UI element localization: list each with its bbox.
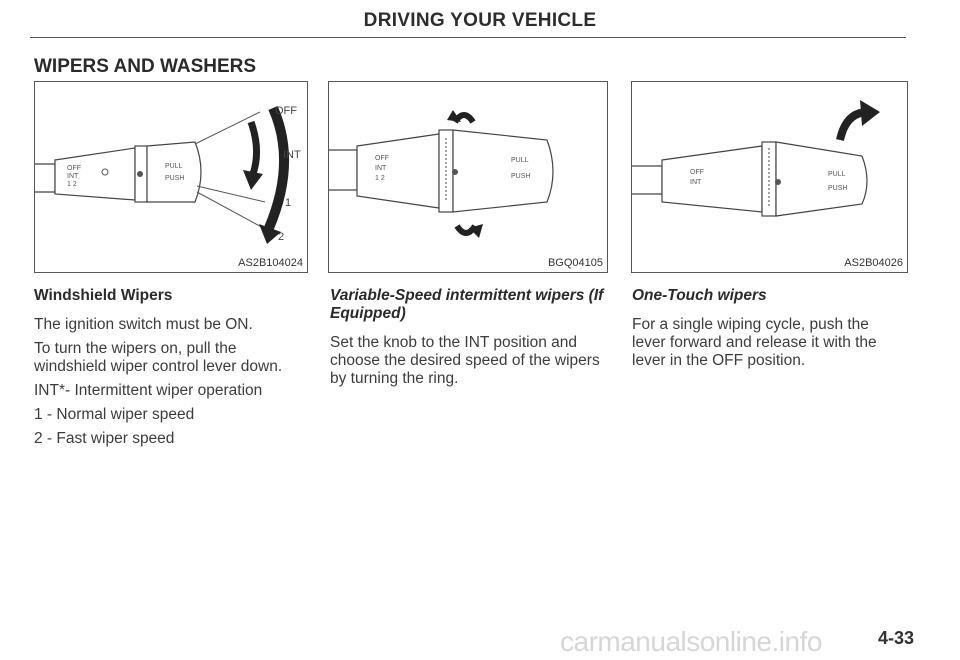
svg-text:PUSH: PUSH	[511, 173, 530, 180]
svg-text:PUSH: PUSH	[165, 175, 184, 182]
svg-text:1 2: 1 2	[67, 181, 77, 188]
column-one-touch-wipers: One-Touch wipers For a single wiping cyc…	[632, 287, 902, 376]
label-speed-2: 2	[278, 231, 284, 243]
label-off: OFF	[275, 105, 297, 117]
section-title: WIPERS AND WASHERS	[34, 56, 257, 77]
header-divider	[30, 37, 906, 38]
windshield-wipers-heading: Windshield Wipers	[34, 287, 173, 304]
label-int: INT	[283, 149, 301, 161]
figure-variable-speed-lever: OFF INT 1 2 PULL PUSH BGQ04105	[328, 81, 608, 273]
svg-text:1 2: 1 2	[375, 175, 385, 182]
svg-text:INT: INT	[375, 165, 387, 172]
variable-speed-heading: Variable-Speed intermittent wipers (If E…	[330, 287, 604, 322]
figure-code: AS2B04026	[844, 257, 903, 269]
figure-code: BGQ04105	[547, 257, 603, 269]
paragraph: To turn the wipers on, pull the windshie…	[34, 340, 283, 375]
svg-text:OFF: OFF	[375, 155, 389, 162]
svg-text:OFF: OFF	[690, 169, 704, 176]
svg-text:PULL: PULL	[165, 163, 183, 170]
paragraph: 1 - Normal wiper speed	[34, 406, 195, 423]
svg-text:INT: INT	[67, 173, 79, 180]
svg-text:PULL: PULL	[511, 157, 529, 164]
svg-text:PULL: PULL	[828, 171, 846, 178]
wiper-lever-illustration: OFF INT 1 2 PULL PUSH OFF INT 1 2	[35, 105, 301, 244]
svg-text:PUSH: PUSH	[828, 185, 847, 192]
paragraph: INT*- Intermittent wiper operation	[34, 382, 263, 399]
figure-one-touch-lever: OFF INT PULL PUSH AS2B04026	[631, 81, 908, 273]
figure-code: AS2B104024	[238, 257, 303, 269]
figure-wiper-lever-positions: OFF INT 1 2 PULL PUSH OFF INT 1 2 AS2B10…	[34, 81, 308, 273]
variable-speed-lever-illustration: OFF INT 1 2 PULL PUSH	[329, 110, 554, 238]
page-header-title: DRIVING YOUR VEHICLE	[363, 10, 597, 31]
column-windshield-wipers: Windshield Wipers The ignition switch mu…	[34, 287, 306, 454]
paragraph: 2 - Fast wiper speed	[34, 430, 175, 447]
one-touch-heading: One-Touch wipers	[632, 287, 767, 304]
label-speed-1: 1	[285, 197, 291, 209]
paragraph: The ignition switch must be ON.	[34, 316, 253, 333]
one-touch-lever-illustration: OFF INT PULL PUSH	[632, 100, 880, 217]
svg-text:INT: INT	[690, 179, 702, 186]
column-variable-speed-wipers: Variable-Speed intermittent wipers (If E…	[330, 287, 606, 394]
svg-text:OFF: OFF	[67, 165, 81, 172]
watermark: carmanualsonline.info	[560, 626, 822, 657]
paragraph: Set the knob to the INT position and cho…	[330, 334, 600, 387]
paragraph: For a single wiping cycle, push the leve…	[632, 316, 877, 369]
page-number: 4-33	[877, 628, 914, 648]
